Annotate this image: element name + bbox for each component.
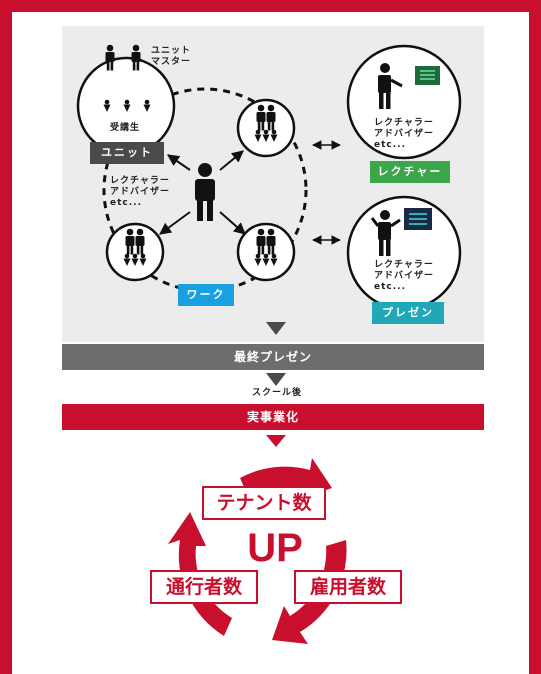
- final-present-bar: 最終プレゼン: [62, 344, 484, 370]
- passerby-count-label: 通行者数: [150, 570, 258, 604]
- presenter-icon: [370, 210, 401, 256]
- lecturer-left-line-2: アドバイザー: [110, 187, 171, 197]
- screen-icon: [404, 208, 432, 230]
- lecturer-left-label: レクチャラー アドバイザー etc...: [110, 176, 170, 209]
- down-triangle-icon: [266, 373, 286, 386]
- group-circle-right: [236, 222, 296, 282]
- unit-master-line-1: ユニット: [151, 46, 192, 56]
- present-tag: プレゼン: [372, 302, 444, 324]
- lecturer-left-line-1: レクチャラー: [110, 176, 170, 186]
- unit-master-line-2: マスター: [151, 57, 192, 67]
- lecturer-bottom-label: レクチャラー アドバイザー etc...: [374, 260, 434, 293]
- down-triangle-icon: [266, 435, 286, 447]
- lecturer-top-label: レクチャラー アドバイザー etc...: [374, 118, 434, 151]
- commercialize-bar: 実事業化: [62, 404, 484, 430]
- lecturer-bottom-line-3: etc...: [374, 282, 406, 292]
- group-circle-top: [236, 98, 296, 158]
- up-label: UP: [247, 526, 303, 570]
- lecturer-top-line-3: etc...: [374, 140, 406, 150]
- lecturer-top-line-1: レクチャラー: [374, 118, 434, 128]
- group-circle-left: [105, 222, 165, 282]
- lecturer-bottom-line-2: アドバイザー: [374, 271, 435, 281]
- students-label: 受講生: [110, 123, 141, 133]
- work-tag: ワーク: [178, 284, 234, 306]
- lecturer-top-line-2: アドバイザー: [374, 129, 435, 139]
- unit-tag: ユニット: [90, 142, 164, 164]
- screen-icon: [415, 66, 440, 85]
- unit-master-label: ユニット マスター: [151, 46, 191, 68]
- lecturer-left-line-3: etc...: [110, 198, 142, 208]
- lecturer-bottom-line-1: レクチャラー: [374, 260, 434, 270]
- lecturer-icon: [378, 63, 403, 109]
- tenant-count-label: テナント数: [202, 486, 326, 520]
- down-triangle-icon: [266, 322, 286, 335]
- after-school-label: スクール後: [251, 388, 302, 398]
- center-person-icon: [195, 163, 215, 221]
- lecture-tag: レクチャー: [370, 161, 450, 183]
- employee-count-label: 雇用者数: [294, 570, 402, 604]
